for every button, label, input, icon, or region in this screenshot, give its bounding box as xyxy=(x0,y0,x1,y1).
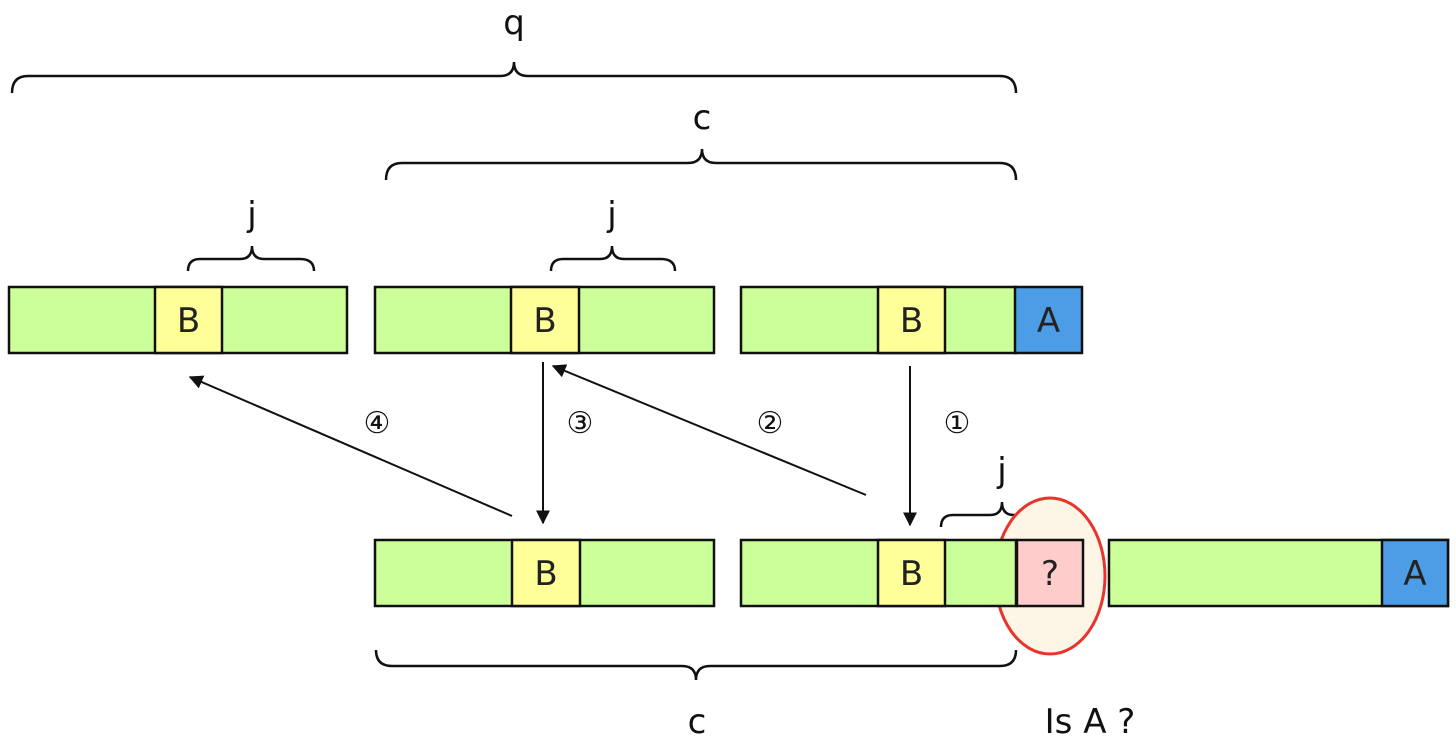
c-bottom-brace: c xyxy=(374,649,1018,742)
top-string-2: B xyxy=(373,285,716,355)
step-4-label: ④ xyxy=(364,406,391,441)
bottom-string-1: B xyxy=(373,538,716,608)
j-middle-label: j xyxy=(606,195,616,235)
b-cell xyxy=(876,538,947,608)
b-cell xyxy=(510,538,582,608)
b-cell-label: B xyxy=(533,301,556,341)
q-brace: q xyxy=(10,3,1018,94)
j-bottom-label: j xyxy=(996,451,1006,491)
c-bottom-label: c xyxy=(688,702,707,742)
j-middle-brace: j xyxy=(549,195,677,272)
arrow-step-4 xyxy=(188,375,513,517)
b-cell-label: B xyxy=(177,301,200,341)
a-cell xyxy=(1380,538,1450,608)
a-cell xyxy=(1013,285,1084,355)
j-left-label: j xyxy=(246,195,256,235)
b-cell xyxy=(153,285,224,355)
bottom-string-2: B ? xyxy=(739,538,1085,608)
b-cell-label: B xyxy=(534,554,557,594)
b-cell xyxy=(876,285,947,355)
a-cell-label: A xyxy=(1403,554,1426,594)
b-cell-label: B xyxy=(900,301,923,341)
step-3-label: ③ xyxy=(567,406,594,441)
c-top-brace: c xyxy=(384,98,1018,181)
a-cell-label: A xyxy=(1037,301,1060,341)
question-text: Is A ? xyxy=(1045,702,1136,742)
b-cell xyxy=(509,285,581,355)
bottom-string-3: A xyxy=(1107,538,1450,608)
c-top-label: c xyxy=(693,98,712,138)
j-left-brace: j xyxy=(186,195,316,272)
unknown-cell xyxy=(1015,538,1085,608)
step-arrows: ① ② ③ ④ xyxy=(188,362,971,527)
q-label: q xyxy=(503,3,525,43)
top-string-3: B A xyxy=(739,285,1084,355)
b-cell-label: B xyxy=(900,554,923,594)
top-string-1: B xyxy=(7,285,349,355)
unknown-cell-label: ? xyxy=(1041,554,1059,594)
step-1-label: ① xyxy=(944,406,971,441)
step-2-label: ② xyxy=(757,406,784,441)
arrow-step-2 xyxy=(551,364,867,496)
